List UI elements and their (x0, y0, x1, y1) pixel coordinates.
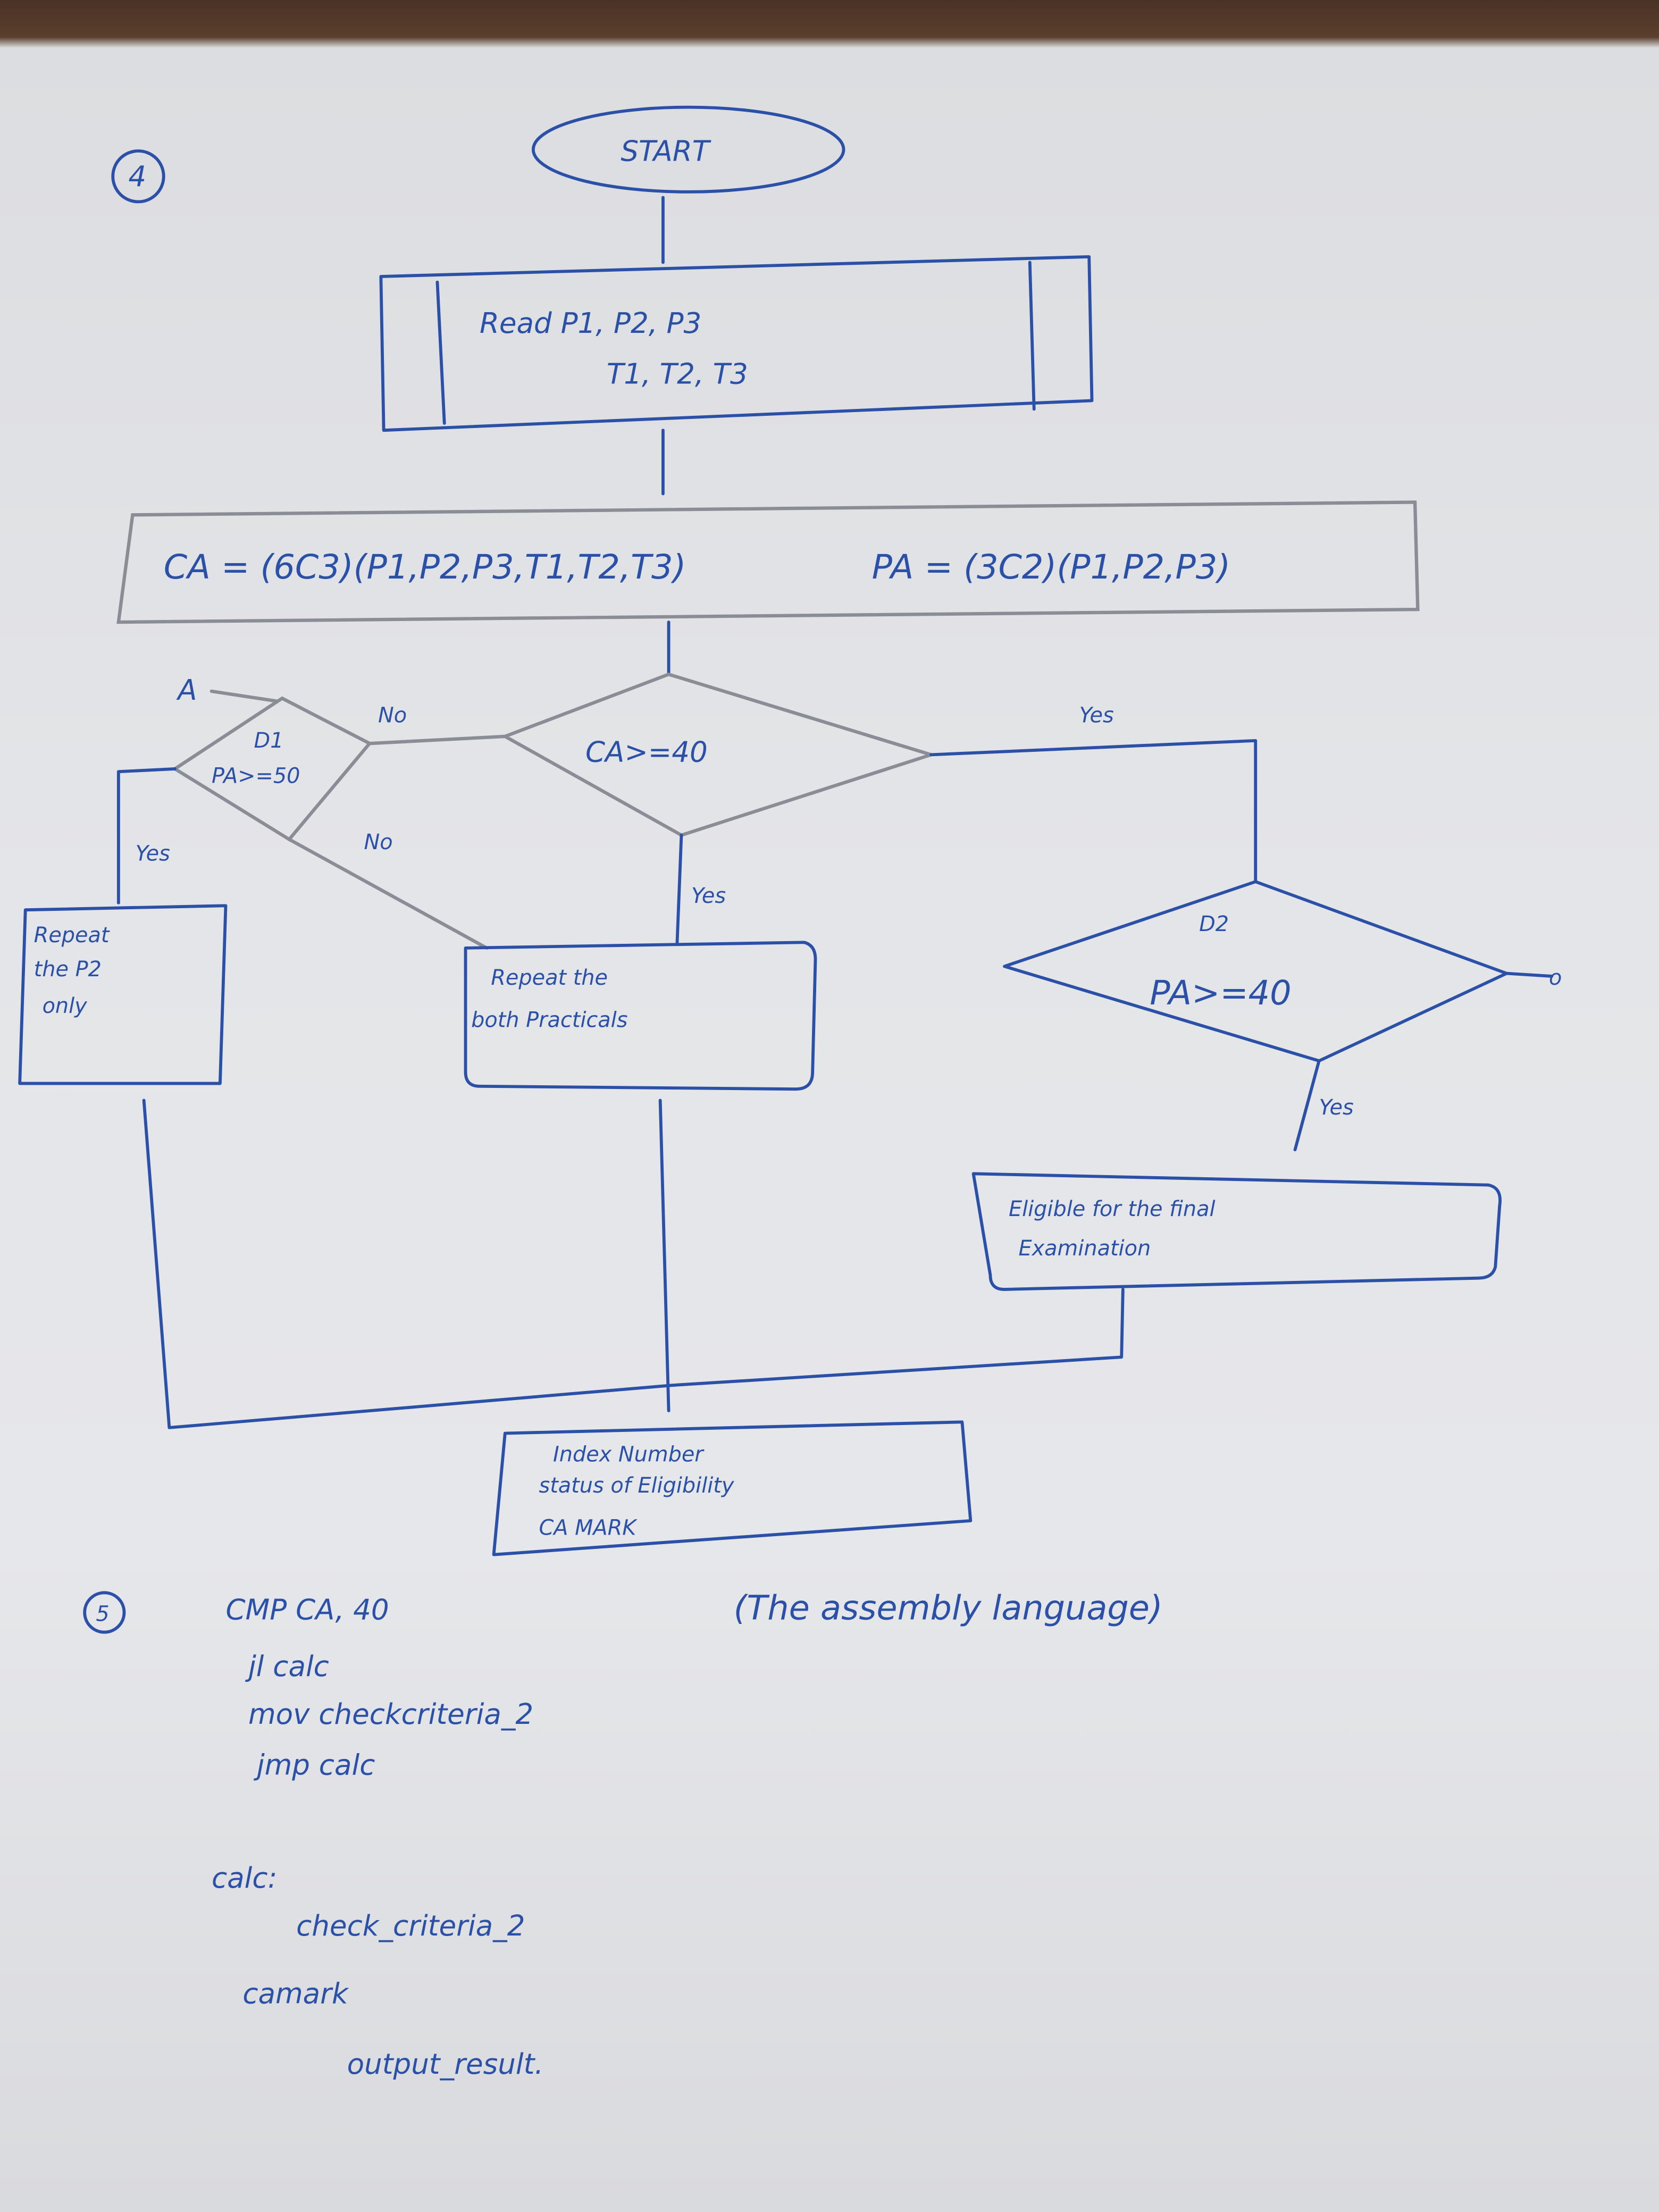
svg-text:START: START (621, 135, 711, 167)
svg-text:PA>=40: PA>=40 (1150, 974, 1291, 1013)
question-number: 5 (96, 1602, 109, 1626)
decision-d2: D2 PA>=40 (1003, 880, 1509, 1063)
svg-text:Index Number: Index Number (553, 1443, 705, 1467)
line-ca-yes (929, 739, 1258, 884)
svg-text:only: only (43, 994, 88, 1018)
connector-a: A (176, 674, 279, 707)
svg-text:status of Eligibility: status of Eligibility (539, 1473, 734, 1498)
page-number: 4 (111, 149, 165, 204)
asm-line: output_result. (347, 2048, 544, 2081)
line-d1-no (287, 837, 489, 950)
svg-text:PA = (3C2)(P1,P2,P3): PA = (3C2)(P1,P2,P3) (872, 548, 1230, 587)
asm-line: jmp calc (254, 1749, 375, 1782)
svg-text:D2: D2 (1199, 912, 1229, 936)
svg-text:Eligible for the final: Eligible for the final (1009, 1197, 1216, 1221)
repeat-both-box: Repeat the both Practicals (464, 941, 817, 1091)
asm-line: mov checkcriteria_2 (248, 1698, 533, 1731)
line-ca-down (675, 833, 683, 944)
svg-text:o: o (1549, 966, 1562, 990)
start-terminal: START (531, 105, 845, 194)
label-yes-d1: Yes (136, 841, 170, 866)
svg-text:PA>=50: PA>=50 (212, 764, 300, 788)
svg-text:CA>=40: CA>=40 (585, 736, 708, 769)
label-no-d1: No (364, 830, 392, 854)
svg-text:D1: D1 (254, 728, 284, 753)
svg-text:Read P1, P2, P3: Read P1, P2, P3 (480, 307, 701, 340)
read-input-box: Read P1, P2, P3 T1, T2, T3 (379, 255, 1094, 432)
svg-text:both Practicals: both Practicals (471, 1008, 627, 1032)
label-yes-ca-down: Yes (691, 884, 726, 908)
svg-text:T1, T2, T3: T1, T2, T3 (607, 358, 748, 391)
label-yes-ca: Yes (1079, 703, 1114, 727)
svg-text:Repeat: Repeat (34, 923, 110, 948)
line-d1-yes (116, 767, 177, 904)
asm-line: camark (242, 1977, 349, 2010)
svg-text:CA = (6C3)(P1,P2,P3,T1,T2,T3): CA = (6C3)(P1,P2,P3,T1,T2,T3) (164, 548, 686, 587)
line-d2-yes (1293, 1059, 1321, 1152)
svg-text:A: A (176, 674, 197, 707)
output-box: Index Number status of Eligibility CA MA… (492, 1420, 973, 1556)
assembly-note: (The assembly language) (734, 1589, 1163, 1628)
repeat-p2-box: Repeat the P2 only (18, 904, 228, 1085)
label-no-ca: No (378, 703, 407, 727)
svg-text:Repeat the: Repeat the (491, 966, 608, 990)
svg-text:Examination: Examination (1019, 1236, 1151, 1261)
svg-text:CA MARK: CA MARK (539, 1516, 638, 1540)
svg-text:4: 4 (128, 160, 146, 193)
asm-line: calc: (212, 1862, 277, 1895)
label-yes-d2: Yes (1319, 1095, 1354, 1120)
asm-line: jl calc (245, 1650, 329, 1683)
merge-lines (142, 1099, 1125, 1429)
compute-ca-pa-box: CA = (6C3)(P1,P2,P3,T1,T2,T3) PA = (3C2)… (116, 500, 1420, 624)
asm-line: check_criteria_2 (296, 1909, 525, 1942)
svg-text:the P2: the P2 (34, 957, 102, 982)
decision-ca: CA>=40 (501, 672, 937, 837)
asm-line: CMP CA, 40 (225, 1594, 389, 1627)
line-ca-no (367, 734, 507, 745)
connector-o: o (1505, 966, 1562, 990)
decision-d1: D1 PA>=50 (172, 696, 373, 842)
eligible-box: Eligible for the final Examination (971, 1172, 1502, 1291)
assembly-section: 5 (The assembly language) CMP CA, 40 jl … (83, 1589, 1163, 2081)
